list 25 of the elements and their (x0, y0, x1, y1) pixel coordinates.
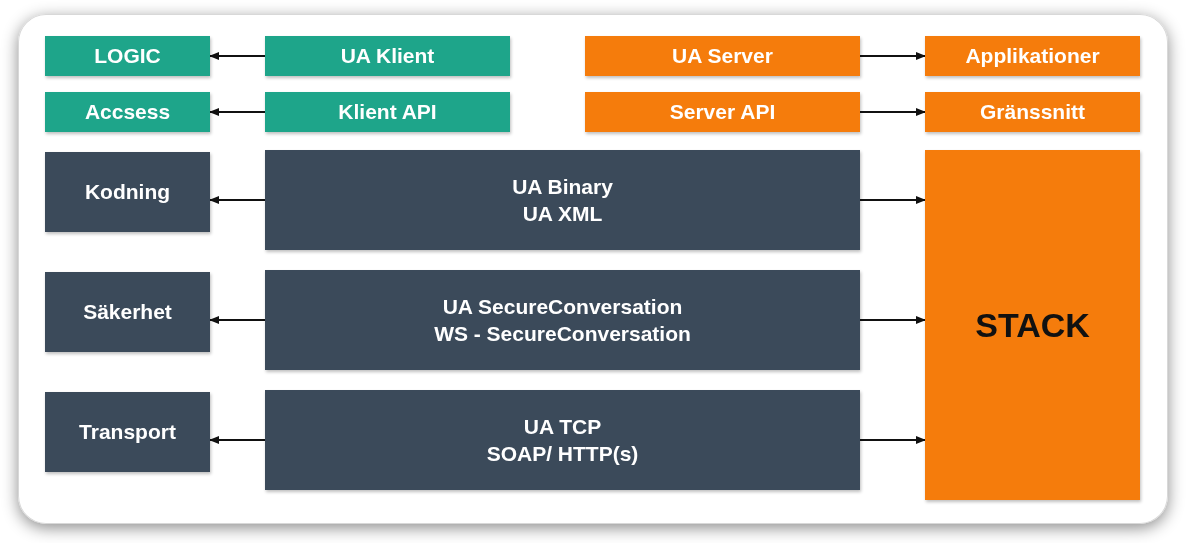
component-box: Klient API (265, 92, 510, 132)
arrow (859, 108, 926, 116)
layer-label: Säkerhet (45, 272, 210, 352)
arrow (209, 196, 266, 204)
arrow (859, 436, 926, 444)
layer-label: Gränssnitt (925, 92, 1140, 132)
arrow (209, 52, 266, 60)
layer-label: Accsess (45, 92, 210, 132)
component-box: UA Server (585, 36, 860, 76)
arrow (859, 196, 926, 204)
layer-label: LOGIC (45, 36, 210, 76)
arrow (209, 108, 266, 116)
protocol-box: UA Binary UA XML (265, 150, 860, 250)
layer-label: Kodning (45, 152, 210, 232)
arrow (859, 316, 926, 324)
arrow (209, 316, 266, 324)
component-box: UA Klient (265, 36, 510, 76)
arrow (209, 436, 266, 444)
component-box: Server API (585, 92, 860, 132)
stack-box: STACK (925, 150, 1140, 500)
protocol-box: UA SecureConversation WS - SecureConversation (265, 270, 860, 370)
layer-label: Transport (45, 392, 210, 472)
protocol-box: UA TCP SOAP/ HTTP(s) (265, 390, 860, 490)
arrow (859, 52, 926, 60)
layer-label: Applikationer (925, 36, 1140, 76)
